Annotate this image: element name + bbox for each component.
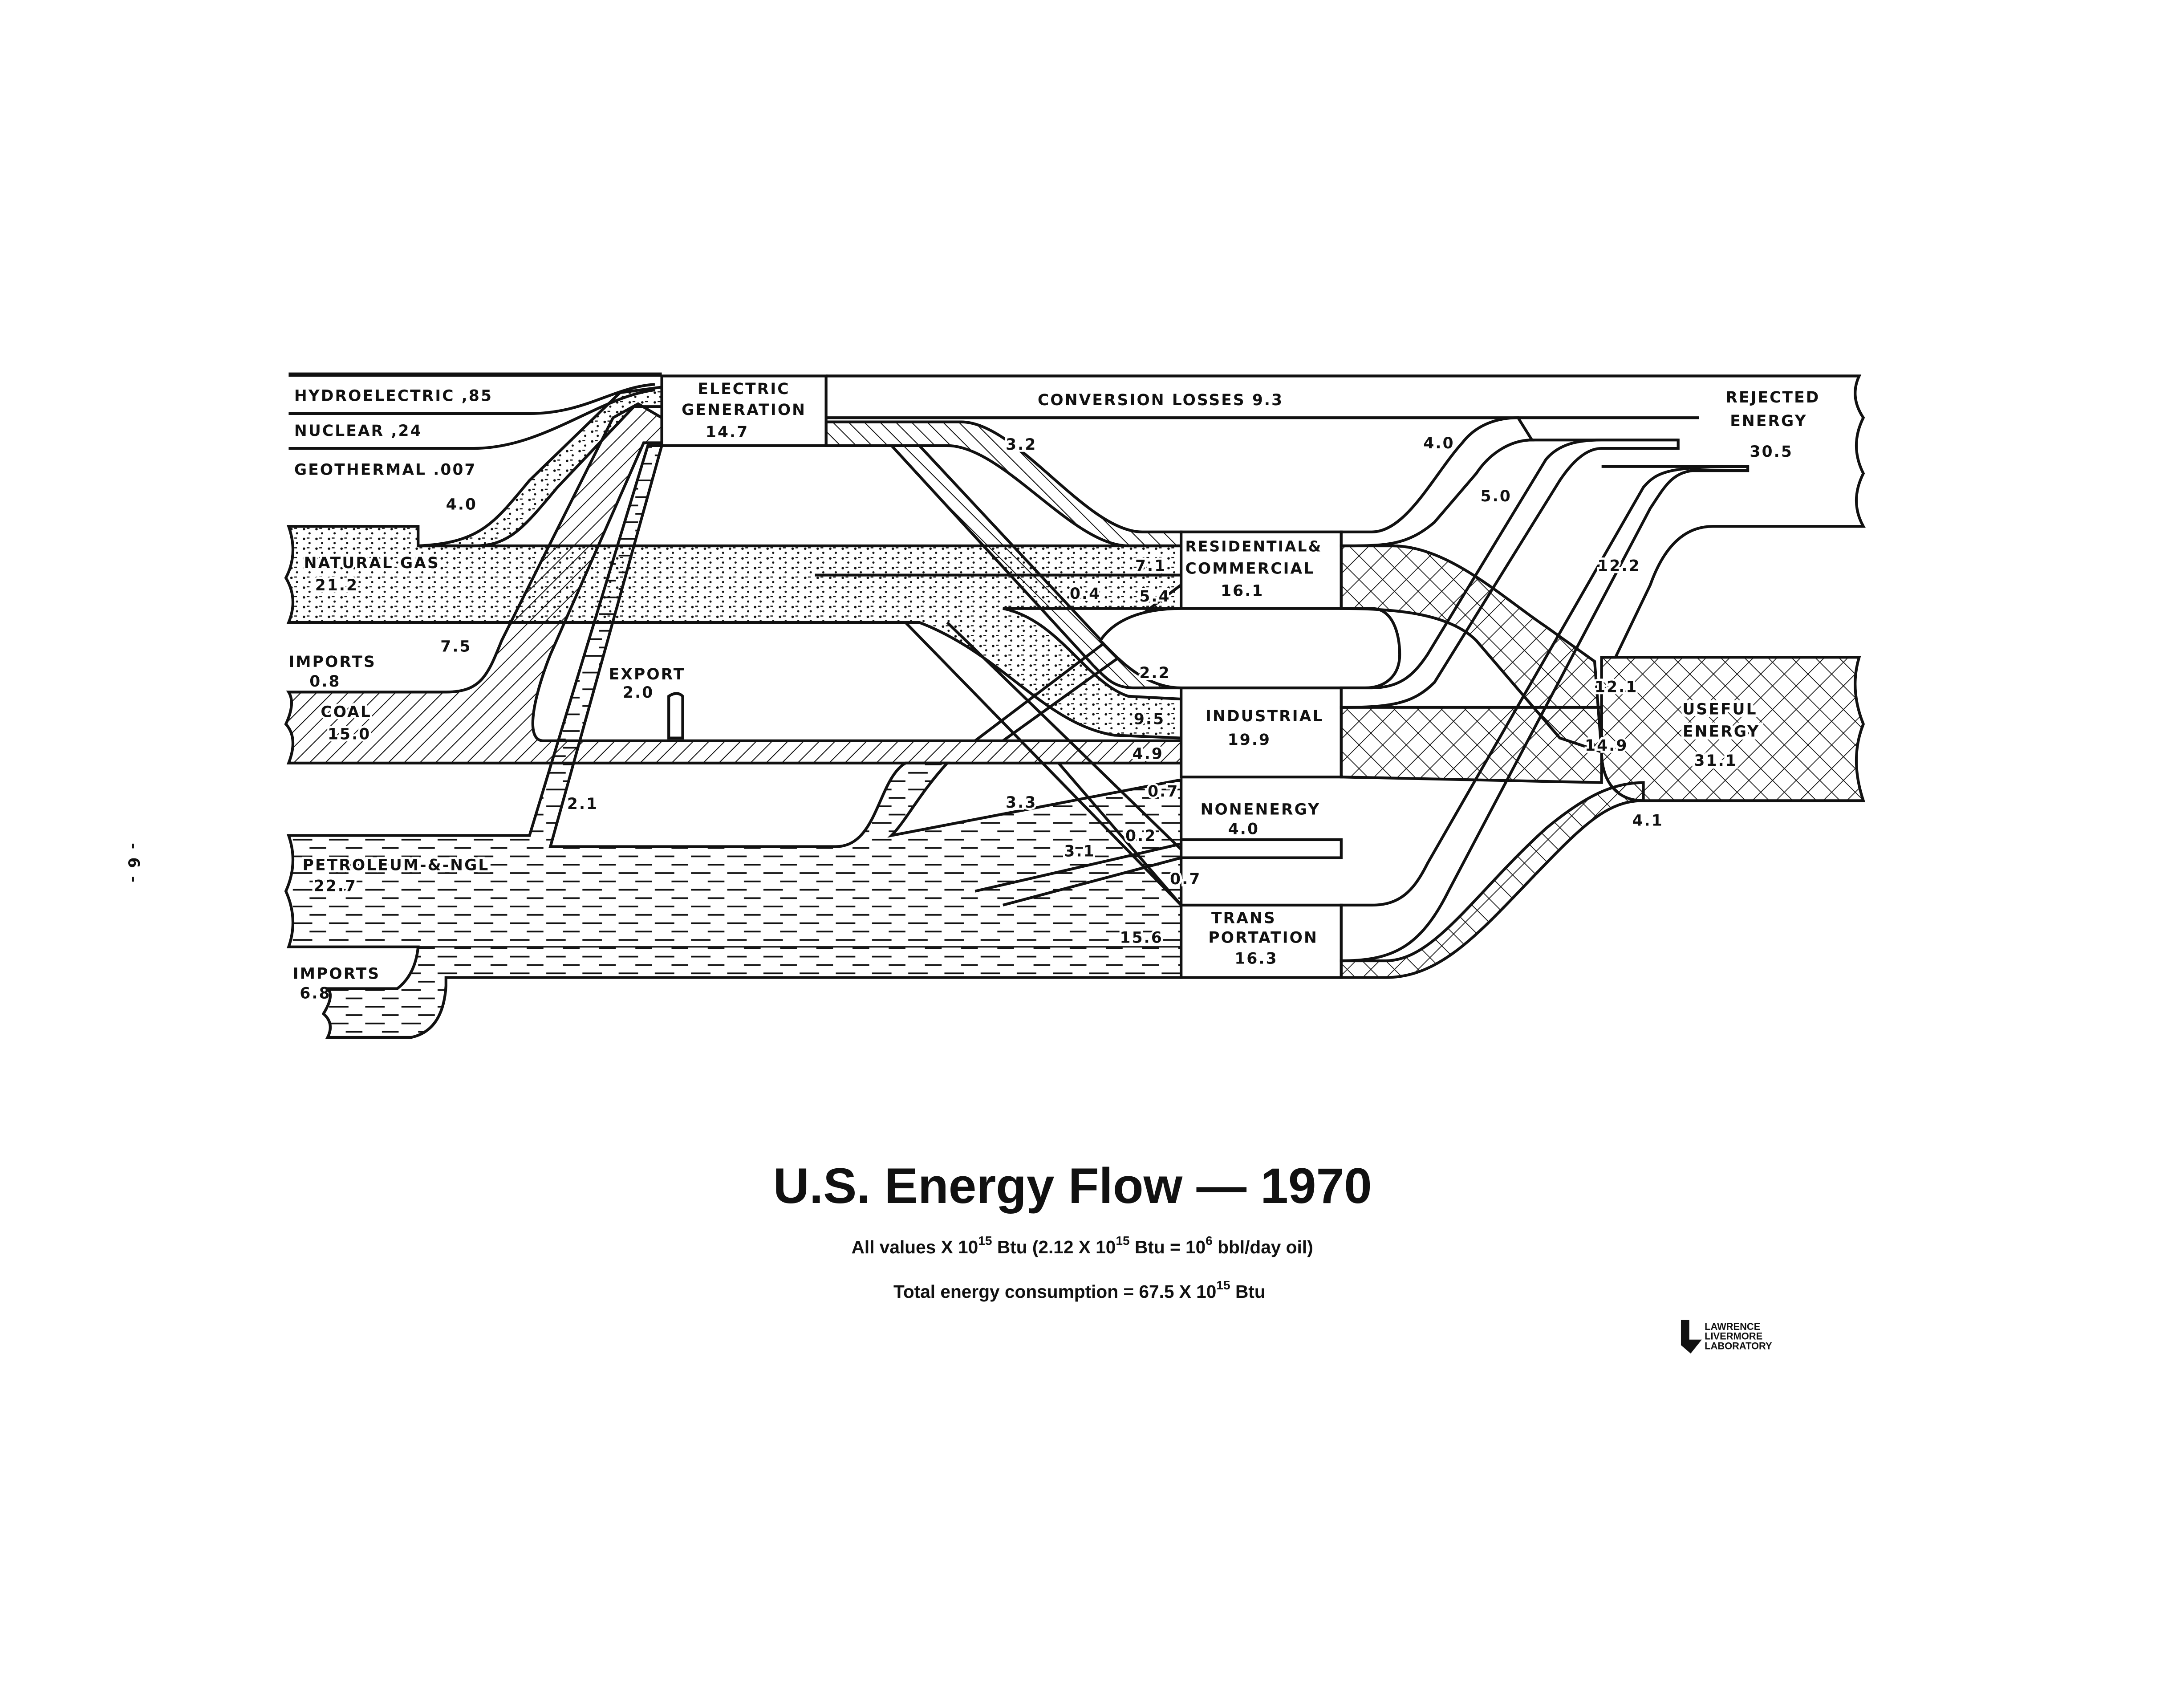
residential-commercial-box <box>1180 530 1343 610</box>
flow-coal-to-res: 0.4 <box>1070 585 1101 603</box>
page-number: - 6 - <box>125 843 142 884</box>
coal-to-transport-line <box>1057 762 1182 906</box>
flow-res-useful: 12.1 <box>1595 678 1638 696</box>
caption-units-part: All values X 10 <box>852 1237 978 1257</box>
exponent: 6 <box>1206 1234 1213 1248</box>
residential-label: RESIDENTIAL& <box>1185 538 1323 555</box>
nonenergy-label: NONENERGY <box>1201 801 1321 819</box>
exponent: 15 <box>1216 1278 1230 1292</box>
residential-value: 16.1 <box>1221 582 1264 600</box>
petroleum-to-nonenergy-line <box>1003 856 1181 906</box>
useful-energy-label: USEFUL <box>1682 700 1757 718</box>
electric-generation-box <box>660 374 828 447</box>
natural-gas-band <box>284 525 1183 740</box>
exponent: 15 <box>978 1234 992 1248</box>
logo-mark-icon <box>1681 1320 1702 1353</box>
industrial-box <box>1180 686 1343 779</box>
transportation-label: TRANS <box>1211 910 1276 927</box>
rejected-energy-label: ENERGY <box>1730 412 1807 430</box>
flow-gas-to-res: 7.1 <box>1135 557 1166 575</box>
flow-pet-to-ind: 3.3 <box>1006 794 1037 812</box>
transportation-label: PORTATION <box>1208 929 1318 947</box>
flow-coal-to-ind: 4.9 <box>1133 745 1164 763</box>
flow-ind-useful: 14.9 <box>1585 737 1628 755</box>
conversion-losses-label: CONVERSION LOSSES 9.3 <box>1038 391 1283 409</box>
flow-gas-to-nonenergy: 0.7 <box>1148 783 1179 801</box>
logo-text: LABORATORY <box>1705 1341 1772 1352</box>
caption-units-part: Btu (2.12 X 10 <box>992 1237 1116 1257</box>
caption-units: All values X 1015 Btu (2.12 X 1015 Btu =… <box>852 1234 1313 1257</box>
label-hydroelectric: HYDROELECTRIC ,85 <box>294 387 493 405</box>
flow-other-to-nonenergy: 0.7 <box>1170 870 1201 888</box>
flow-gas-to-electric: 4.0 <box>446 496 477 514</box>
logo-text: LIVERMORE <box>1705 1331 1762 1342</box>
petroleum-to-nonenergy-line <box>974 842 1181 893</box>
residential-label: COMMERCIAL <box>1185 560 1315 578</box>
value-petroleum: 22.7 <box>314 878 357 895</box>
value-natural-gas: 21.2 <box>315 577 358 594</box>
value-petroleum-imports: 6.8 <box>300 984 331 1002</box>
petroleum-band <box>284 444 1183 1039</box>
flow-pet-to-nonenergy: 3.1 <box>1064 842 1095 860</box>
coal-export-stub <box>667 692 684 740</box>
transportation-rejected-band <box>1340 465 1750 963</box>
logo-text: LAWRENCE <box>1705 1321 1760 1332</box>
flow-elec-to-ind: 2.2 <box>1139 664 1170 682</box>
label-export: EXPORT <box>609 666 686 683</box>
label-gas-imports: IMPORTS <box>288 653 376 671</box>
flow-pet-to-res: 5.4 <box>1139 588 1170 606</box>
useful-energy-label: ENERGY <box>1683 723 1760 740</box>
residential-rejected-band <box>1340 416 1534 548</box>
coal-band <box>284 402 1183 765</box>
flow-petroleum-to-electric: 2.1 <box>567 795 598 813</box>
nonenergy-value: 4.0 <box>1228 820 1259 838</box>
flow-trans-rejected: 12.2 <box>1597 557 1640 575</box>
electric-to-transportation-line <box>904 621 1182 906</box>
flow-ind-rejected: 5.0 <box>1481 488 1512 505</box>
transportation-value: 16.3 <box>1234 950 1278 967</box>
electric-generation-label: GENERATION <box>682 401 806 419</box>
industrial-rejected-band <box>1098 607 1401 690</box>
caption-units-part: Btu = 10 <box>1130 1237 1206 1257</box>
transportation-box <box>1180 903 1343 979</box>
crossing-line <box>946 621 1182 851</box>
electric-generation-label: ELECTRIC <box>698 380 790 398</box>
electric-generation-value: 14.7 <box>706 423 749 441</box>
nonenergy-bar <box>1180 838 1343 859</box>
caption-total-part: Total energy consumption = 67.5 X 10 <box>893 1281 1216 1302</box>
useful-energy-band <box>1600 656 1866 802</box>
rejected-energy-value: 30.5 <box>1750 443 1793 461</box>
value-export: 2.0 <box>623 684 654 702</box>
label-nuclear: NUCLEAR ,24 <box>294 422 422 440</box>
flow-trans-useful: 4.1 <box>1632 812 1663 830</box>
hydro-flow <box>288 383 655 415</box>
caption-total: Total energy consumption = 67.5 X 1015 B… <box>893 1278 1266 1302</box>
exponent: 15 <box>1116 1234 1129 1248</box>
transportation-useful-band <box>1340 781 1645 979</box>
caption-units-part: bbl/day oil) <box>1213 1237 1313 1257</box>
value-gas-imports: 0.8 <box>309 673 341 691</box>
caption-total-part: Btu <box>1230 1281 1266 1302</box>
flow-gas-to-ind: 9.5 <box>1134 710 1165 728</box>
industrial-value: 19.9 <box>1228 731 1271 749</box>
value-coal: 15.0 <box>328 726 371 744</box>
flow-pet-to-trans: 15.6 <box>1120 929 1163 947</box>
useful-energy-value: 31.1 <box>1694 752 1737 770</box>
flow-elec-to-res: 3.2 <box>1006 436 1037 454</box>
industrial-useful-band <box>1340 706 1603 784</box>
flow-res-rejected: 4.0 <box>1423 435 1454 452</box>
flow-coal-to-nonenergy: 0.2 <box>1125 827 1157 845</box>
lawrence-livermore-logo: LAWRENCE LIVERMORE LABORATORY <box>1681 1320 1772 1353</box>
flow-coal-to-electric: 7.5 <box>440 638 471 656</box>
industrial-rejected-diagonal <box>1340 439 1680 709</box>
label-natural-gas: NATURAL GAS <box>304 554 440 572</box>
rejected-energy-label: REJECTED <box>1725 389 1820 406</box>
label-coal: COAL <box>321 703 372 721</box>
residential-useful-band <box>1340 544 1603 754</box>
label-petroleum-imports: IMPORTS <box>293 965 381 983</box>
chart-title: U.S. Energy Flow — 1970 <box>773 1158 1372 1214</box>
industrial-label: INDUSTRIAL <box>1206 707 1323 725</box>
label-geothermal: GEOTHERMAL .007 <box>294 461 477 479</box>
label-petroleum: PETROLEUM-&-NGL <box>303 857 490 874</box>
